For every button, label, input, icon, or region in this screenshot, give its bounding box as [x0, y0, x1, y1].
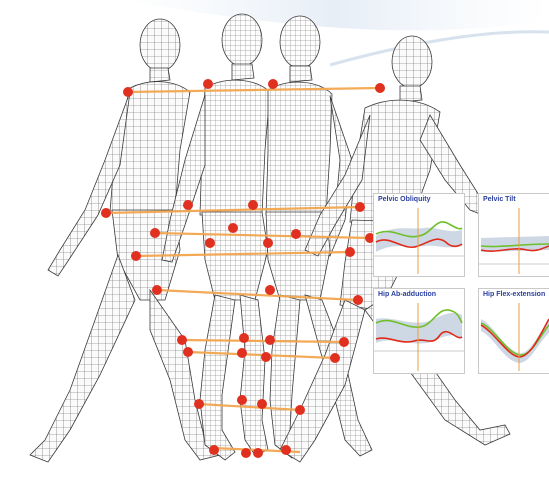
marker [353, 295, 363, 305]
figure-1-mesh-body [30, 19, 220, 462]
marker [265, 285, 275, 295]
hip-abduction-chart [374, 289, 464, 373]
marker [281, 445, 291, 455]
marker [177, 335, 187, 345]
pelvic-tilt-chart [479, 194, 549, 276]
marker [123, 87, 133, 97]
marker [375, 83, 385, 93]
background-arc [330, 32, 549, 65]
marker [194, 399, 204, 409]
background-swoosh [120, 0, 549, 30]
marker [101, 208, 111, 218]
panel-hip-abduction: Hip Ab-adduction [373, 288, 465, 374]
panel-hip-flex-extension: Hip Flex-extension [478, 288, 549, 374]
panel-pelvic-obliquity: Pelvic Obliquity [373, 193, 465, 277]
marker [150, 228, 160, 238]
marker [257, 399, 267, 409]
marker [237, 395, 247, 405]
panel-pelvic-tilt: Pelvic Tilt [478, 193, 549, 277]
marker [239, 333, 249, 343]
marker [248, 200, 258, 210]
marker [261, 352, 271, 362]
marker [205, 238, 215, 248]
marker [265, 335, 275, 345]
marker [152, 285, 162, 295]
marker [241, 448, 251, 458]
marker [183, 200, 193, 210]
marker [291, 229, 301, 239]
marker [131, 251, 141, 261]
pelvic-obliquity-chart [374, 194, 464, 276]
marker [209, 445, 219, 455]
marker [203, 79, 213, 89]
marker [295, 405, 305, 415]
marker [339, 337, 349, 347]
marker [330, 353, 340, 363]
marker [263, 238, 273, 248]
marker [237, 348, 247, 358]
marker [183, 347, 193, 357]
marker [355, 202, 365, 212]
hip-flex-extension-chart [479, 289, 549, 373]
marker [228, 223, 238, 233]
marker [345, 247, 355, 257]
marker [253, 448, 263, 458]
marker [268, 79, 278, 89]
